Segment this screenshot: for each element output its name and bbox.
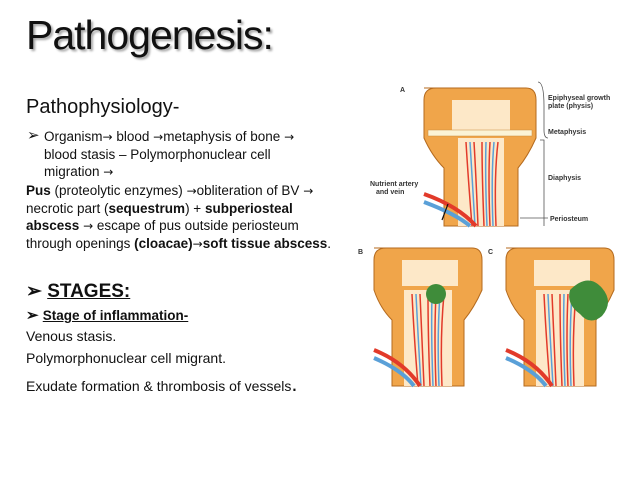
epiphyseal-label: Epiphyseal growth xyxy=(548,95,610,102)
panel-c-label: C xyxy=(488,249,493,256)
right-arrow-icon: → xyxy=(284,130,295,144)
abscess-small xyxy=(426,284,446,304)
diaphysis-label: Diaphysis xyxy=(548,175,581,182)
arrow-bullet-icon: ➢ xyxy=(26,281,48,302)
right-arrow-icon: → xyxy=(192,237,203,251)
inflammation-heading: ➢ Stage of inflammation- xyxy=(26,307,189,324)
pus-paragraph: Pus (proteolytic enzymes) →obliteration … xyxy=(26,183,332,251)
panel-b-label: B xyxy=(358,249,363,256)
arrow-bullet-icon: ➢ xyxy=(27,127,40,144)
right-arrow-icon: → xyxy=(186,184,197,198)
nutrient-label-2: and vein xyxy=(376,189,404,196)
slide-title: Pathogenesis: xyxy=(26,12,274,58)
right-arrow-icon: → xyxy=(102,130,113,144)
epiphyseal-label-2: plate (physis) xyxy=(548,103,593,110)
right-arrow-icon: → xyxy=(83,219,94,233)
bone-panel-b xyxy=(373,247,483,388)
osteomyelitis-bone-diagram: A Nutrient artery and vein Epiphyseal gr… xyxy=(358,81,615,388)
bone-panel-a xyxy=(423,87,537,228)
stages-heading: ➢ STAGES: xyxy=(26,281,131,302)
line-exudate: Exudate formation & thrombosis of vessel… xyxy=(26,371,298,396)
line-venous-stasis: Venous stasis. xyxy=(26,328,117,344)
right-arrow-icon: → xyxy=(153,130,164,144)
abscess-large xyxy=(569,280,608,321)
metaphysis-label: Metaphysis xyxy=(548,129,586,136)
line-pmn-migrant: Polymorphonuclear cell migrant. xyxy=(26,350,226,366)
arrow-bullet-icon: ➢ xyxy=(26,307,43,324)
bone-panel-c xyxy=(505,247,615,388)
periosteum-label: Periosteum xyxy=(550,216,588,223)
bullet-organism: Organism→ blood →metaphysis of bone → bl… xyxy=(44,129,295,179)
right-arrow-icon: → xyxy=(303,184,314,198)
right-arrow-icon: → xyxy=(103,165,114,179)
subtitle: Pathophysiology- xyxy=(26,96,180,118)
panel-a-label: A xyxy=(400,87,405,94)
nutrient-label: Nutrient artery xyxy=(370,181,418,188)
